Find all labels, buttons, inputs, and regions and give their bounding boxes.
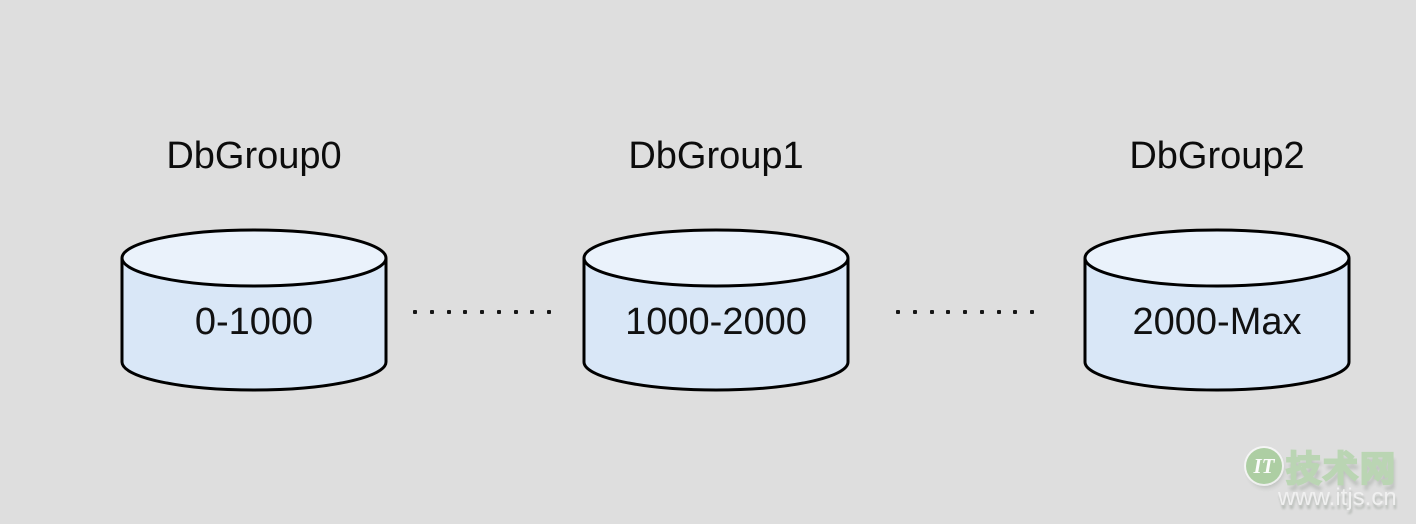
database-cylinder-icon <box>120 228 388 392</box>
dbgroup-2: DbGroup2 2000-Max <box>1083 134 1351 392</box>
connector-dot <box>979 310 984 314</box>
watermark: IT 技术网 www.itjs.cn <box>1246 445 1397 512</box>
connector-dot <box>912 310 917 314</box>
connector-dot <box>496 310 501 314</box>
watermark-row: IT 技术网 <box>1246 445 1397 490</box>
dbgroup-0-title: DbGroup0 <box>166 135 342 177</box>
connector-dot <box>446 310 451 314</box>
connector-dot <box>963 310 967 314</box>
dotted-connector-1 <box>896 308 1034 316</box>
connector-dot <box>547 310 551 314</box>
connector-dot <box>946 310 951 314</box>
dbgroup-2-range-label: 2000-Max <box>1132 301 1302 343</box>
connector-dot <box>413 310 417 314</box>
connector-dot <box>929 310 934 314</box>
connector-dot <box>429 310 434 314</box>
connector-dot <box>996 310 1001 314</box>
dbgroup-0-cylinder: 0-1000 <box>120 228 388 392</box>
dbgroup-1-cylinder: 1000-2000 <box>582 228 850 392</box>
database-cylinder-icon <box>1083 228 1351 392</box>
itjs-logo-icon: IT <box>1246 448 1282 484</box>
dbgroup-2-title: DbGroup2 <box>1129 135 1305 177</box>
watermark-site-url: www.itjs.cn <box>1278 484 1397 511</box>
database-cylinder-icon <box>582 228 850 392</box>
dbgroup-1: DbGroup1 1000-2000 <box>582 134 850 392</box>
dbgroup-0: DbGroup0 0-1000 <box>120 134 388 392</box>
connector-dot <box>530 310 535 314</box>
dbgroup-0-range-label: 0-1000 <box>194 301 314 343</box>
dbgroup-1-range-label: 1000-2000 <box>625 301 807 343</box>
connector-dot <box>463 310 468 314</box>
connector-dot <box>896 310 900 314</box>
watermark-site-name: 技术网 <box>1285 449 1398 490</box>
connector-dot <box>1030 310 1034 314</box>
connector-dot <box>480 310 484 314</box>
dotted-connector-0 <box>413 308 551 316</box>
itjs-logo-text: IT <box>1253 453 1275 478</box>
dbgroup-1-title: DbGroup1 <box>628 135 804 177</box>
connector-dot <box>513 310 518 314</box>
dbgroup-2-cylinder: 2000-Max <box>1083 228 1351 392</box>
connector-dot <box>1013 310 1018 314</box>
